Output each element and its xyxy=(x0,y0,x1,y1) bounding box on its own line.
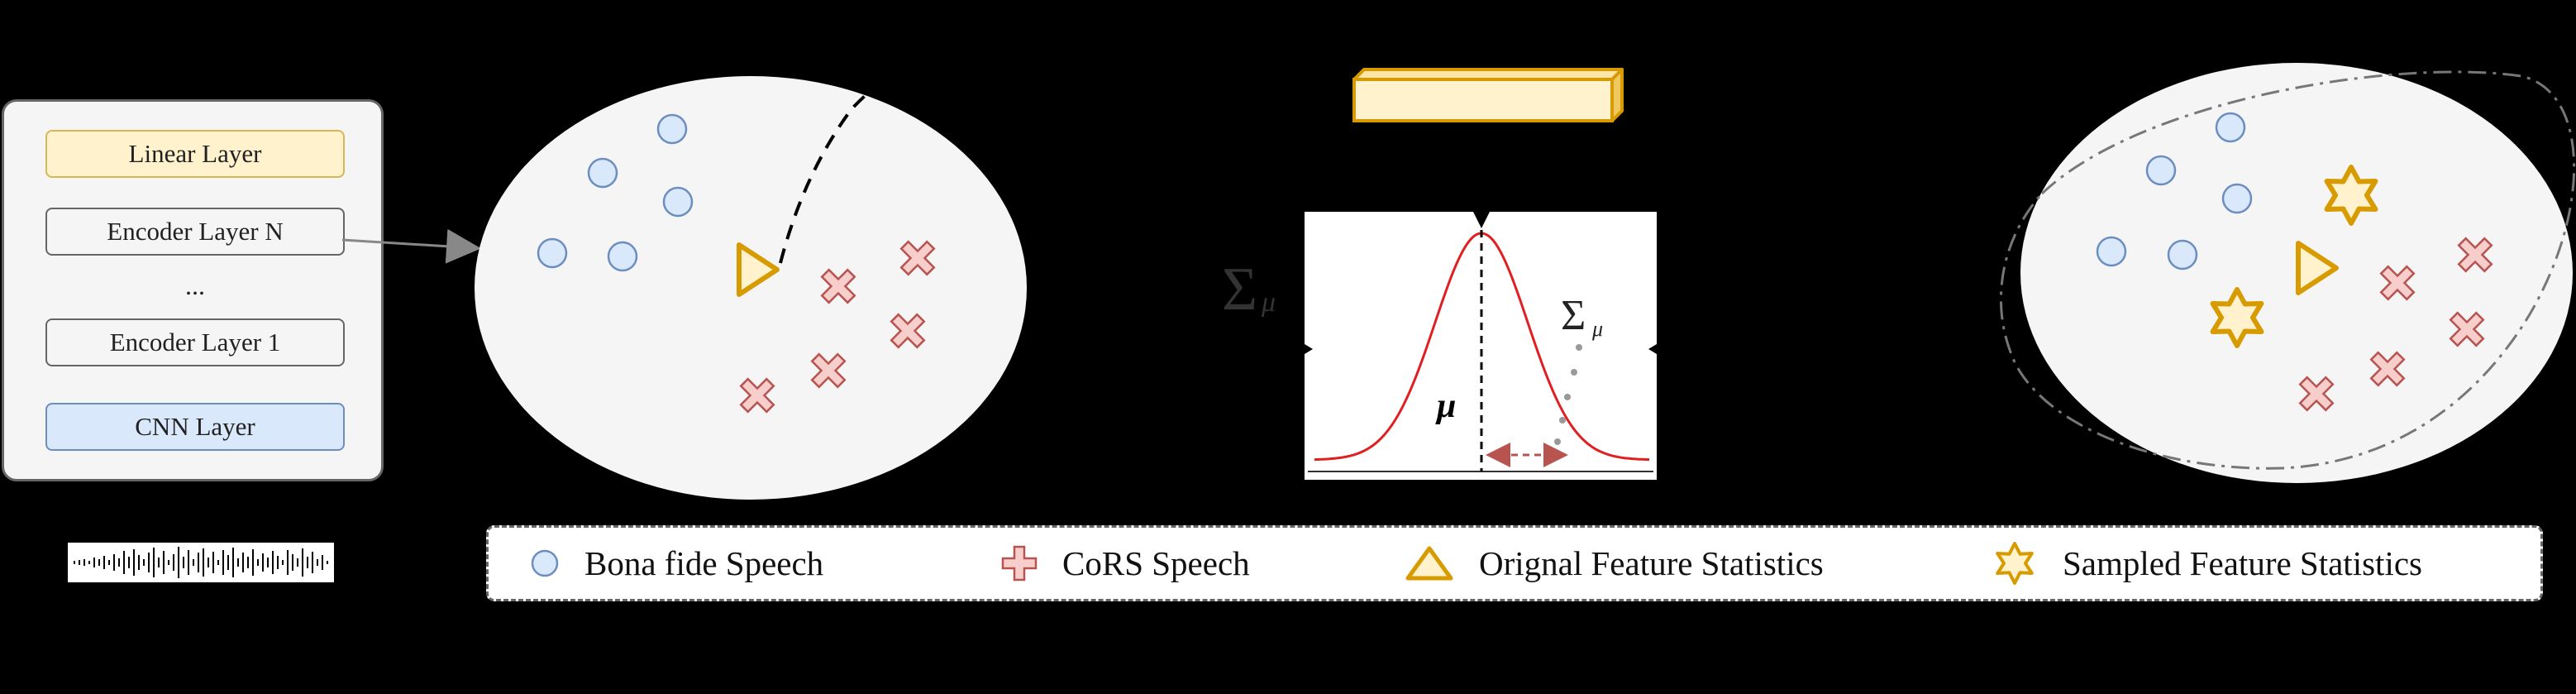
sigma-sub-outer: μ xyxy=(1261,287,1276,318)
mu-label: μ xyxy=(1435,387,1456,425)
cross-icon xyxy=(1001,545,1038,582)
bona-fide-points-right xyxy=(2096,112,2253,270)
legend-item-original-stats: Orignal Feature Statistics xyxy=(1405,528,1824,599)
legend-label: Sampled Feature Statistics xyxy=(2063,544,2422,582)
waveform-icon xyxy=(68,543,334,582)
linear-layer: Linear Layer xyxy=(45,130,345,178)
encoder-layer-1: Encoder Layer 1 xyxy=(45,318,345,366)
trajectory-dashed xyxy=(779,74,894,264)
sigma-label-inner: Σ xyxy=(1561,292,1586,339)
star-icon xyxy=(1996,542,2034,585)
sigma-label-outer: Σ xyxy=(1222,256,1257,323)
triangle-icon xyxy=(1405,546,1453,581)
layer-ellipsis: ... xyxy=(185,270,205,300)
legend-item-bona-fide: Bona fide Speech xyxy=(530,528,823,599)
encoder-arrow xyxy=(341,228,481,264)
sample-dots xyxy=(1554,344,1582,445)
circle-icon xyxy=(531,549,559,577)
bona-fide-points-left xyxy=(537,113,694,272)
legend-label: Bona fide Speech xyxy=(584,544,824,582)
original-stat-triangle-left xyxy=(737,242,780,297)
legend-label: CoRS Speech xyxy=(1062,544,1250,582)
legend-item-cors: CoRS Speech xyxy=(1001,528,1250,599)
original-stat-triangle-right xyxy=(2296,241,2339,295)
cors-points-right xyxy=(2298,237,2493,412)
expanded-distribution-boundary xyxy=(1999,70,2576,470)
legend-item-sampled-stats: Sampled Feature Statistics xyxy=(1992,528,2422,599)
cnn-layer: CNN Layer xyxy=(45,403,345,451)
encoder-layer-n: Encoder Layer N xyxy=(45,208,345,256)
feature-vector-bar xyxy=(1352,68,1624,122)
legend-label: Orignal Feature Statistics xyxy=(1479,544,1824,582)
sigma-sub-inner: μ xyxy=(1591,317,1603,341)
cors-points-left xyxy=(739,240,936,414)
legend: Bona fide Speech CoRS Speech Orignal Fea… xyxy=(486,525,2543,601)
gaussian-plot: μ Σ μ xyxy=(1305,212,1657,480)
model-stack: Linear Layer Encoder Layer N ... Encoder… xyxy=(2,99,384,481)
sampled-stat-stars xyxy=(2210,165,2378,348)
